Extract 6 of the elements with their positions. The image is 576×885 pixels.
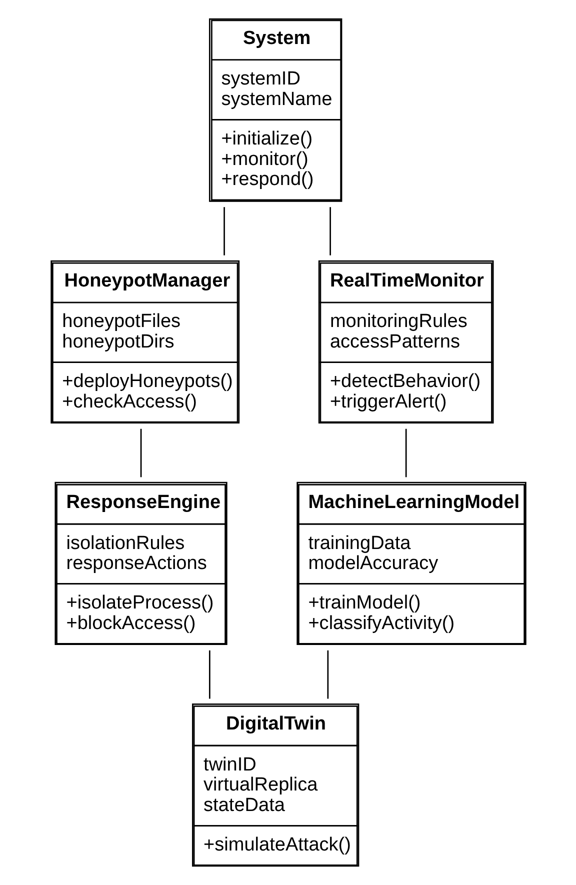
connector [329, 207, 330, 256]
connector [140, 428, 142, 478]
connector [208, 650, 210, 699]
connector [404, 428, 406, 478]
connector [223, 207, 224, 256]
connector [326, 650, 328, 699]
